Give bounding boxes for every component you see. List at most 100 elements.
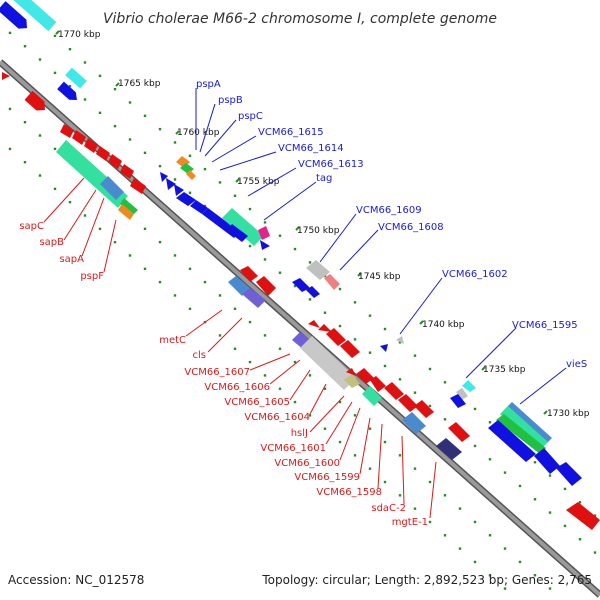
- guide-dot: [188, 154, 192, 157]
- guide-dot: [293, 400, 297, 404]
- guide-dot: [83, 98, 87, 101]
- guide-dot: [263, 334, 267, 337]
- guide-dot: [458, 547, 462, 550]
- gene-label-pspB: pspB: [218, 95, 243, 106]
- topology-text: Topology: circular; Length: 2,892,523 bp…: [262, 573, 592, 587]
- guide-dot: [173, 178, 177, 181]
- tick-dash: [357, 272, 362, 277]
- guide-dot: [353, 301, 357, 304]
- guide-dot: [278, 347, 282, 350]
- feature-fwd-a: [57, 81, 77, 100]
- guide-dot: [263, 221, 267, 224]
- guide-dot: [98, 227, 102, 231]
- tick-label-1765: 1765 kbp: [118, 79, 161, 89]
- guide-dot: [68, 47, 72, 51]
- guide-dot: [68, 200, 72, 204]
- lower-cluster: [292, 320, 470, 460]
- guide-dot: [368, 351, 372, 354]
- gene-label-VCM66_1602: VCM66_1602: [442, 269, 508, 280]
- guide-dot: [113, 124, 117, 128]
- guide-dot: [323, 427, 327, 430]
- guide-dot: [338, 400, 342, 404]
- map-title: Vibrio cholerae M66-2 chromosome I, comp…: [103, 11, 497, 27]
- guide-dot: [443, 381, 447, 384]
- gene-label-sapC: sapC: [19, 221, 44, 232]
- guide-dot: [368, 427, 372, 430]
- guide-dot: [233, 307, 237, 310]
- tick-label-1760: 1760 kbp: [177, 128, 220, 138]
- guide-dot: [563, 487, 567, 491]
- guide-dot: [143, 151, 147, 155]
- guide-dot: [8, 107, 12, 111]
- psp-cluster: [160, 156, 270, 250]
- guide-dot: [83, 214, 87, 217]
- guide-dot: [533, 574, 537, 577]
- guide-dot: [488, 574, 492, 577]
- guide-dot: [83, 61, 87, 64]
- guide-dot: [38, 174, 42, 177]
- guide-dot: [383, 327, 387, 331]
- guide-dot: [548, 474, 552, 477]
- tick-label-1755: 1755 kbp: [237, 177, 280, 187]
- guide-dot: [443, 494, 447, 497]
- guide-dot: [308, 374, 312, 377]
- tick-dash: [115, 82, 120, 87]
- guide-dot: [233, 347, 237, 350]
- gene-label-mgtE-1: mgtE-1: [392, 517, 428, 528]
- gene-label-pspF: pspF: [80, 271, 104, 282]
- guide-dot: [503, 587, 507, 590]
- guide-dot: [428, 367, 432, 371]
- guide-dot: [533, 498, 537, 501]
- guide-dot: [488, 458, 492, 461]
- guide-dot: [383, 364, 387, 368]
- tick-dash: [481, 366, 486, 371]
- guide-dot: [248, 360, 252, 364]
- dotted-guides: [8, 30, 597, 590]
- feature-topleft: [0, 0, 57, 32]
- guide-dot: [158, 164, 162, 168]
- guide-dot: [218, 294, 222, 297]
- guide-dot: [308, 261, 312, 264]
- guide-dot: [143, 114, 147, 118]
- tick-label-1730: 1730 kbp: [547, 409, 590, 419]
- guide-dot: [413, 507, 417, 510]
- gene-label-tag: tag: [316, 173, 332, 184]
- guide-dot: [263, 258, 267, 261]
- guide-dot: [533, 461, 537, 464]
- gene-label-VCM66_1606: VCM66_1606: [204, 382, 270, 393]
- guide-dot: [278, 234, 282, 237]
- met-cluster: [228, 266, 276, 308]
- guide-dot: [398, 378, 402, 381]
- gene-label-VCM66_1609: VCM66_1609: [356, 205, 422, 216]
- guide-dot: [218, 181, 222, 184]
- guide-dot: [473, 407, 477, 411]
- guide-dot: [563, 524, 567, 528]
- tick-dash: [419, 320, 424, 325]
- guide-dot: [23, 121, 27, 124]
- guide-dot: [113, 240, 117, 244]
- guide-dot: [143, 267, 147, 271]
- gene-label-vieS: vieS: [566, 359, 587, 370]
- gene-label-VCM66_1615: VCM66_1615: [258, 127, 324, 138]
- guide-dot: [593, 551, 597, 554]
- guide-dot: [518, 560, 522, 564]
- guide-dot: [398, 494, 402, 497]
- guide-dot: [548, 511, 552, 514]
- tick-label-1735: 1735 kbp: [483, 365, 526, 375]
- guide-dot: [338, 287, 342, 291]
- guide-dot: [488, 421, 492, 424]
- guide-dot: [173, 141, 177, 144]
- guide-dot: [53, 71, 57, 75]
- guide-dot: [443, 418, 447, 421]
- gene-label-pspA: pspA: [196, 79, 221, 90]
- gene-label-VCM66_1605: VCM66_1605: [224, 397, 290, 408]
- guide-dot: [173, 294, 177, 297]
- tick-dash: [175, 130, 180, 135]
- guide-dot: [428, 480, 432, 484]
- guide-dot: [413, 467, 417, 470]
- guide-dot: [158, 280, 162, 284]
- gene-label-VCM66_1598: VCM66_1598: [316, 487, 382, 498]
- guide-dot: [428, 404, 432, 408]
- guide-dot: [143, 227, 147, 231]
